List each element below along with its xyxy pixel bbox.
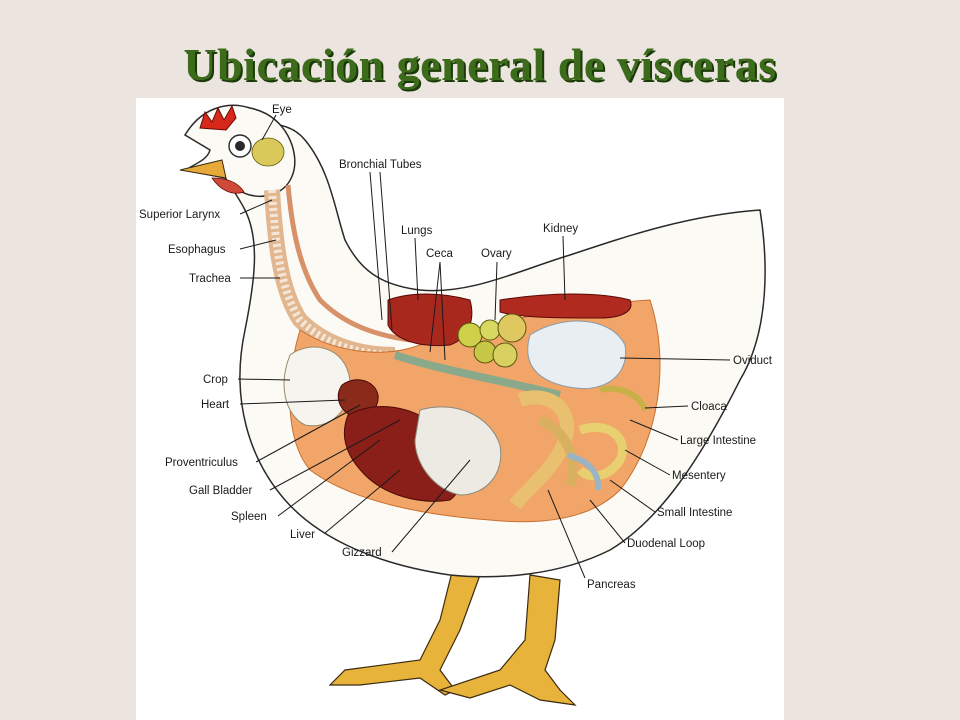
label-duodenal-loop: Duodenal Loop bbox=[627, 538, 705, 550]
label-gall-bladder: Gall Bladder bbox=[189, 485, 252, 497]
label-small-intestine: Small Intestine bbox=[657, 507, 732, 519]
label-trachea: Trachea bbox=[189, 273, 231, 285]
ceca bbox=[393, 351, 561, 399]
label-gizzard: Gizzard bbox=[342, 547, 382, 559]
label-kidney: Kidney bbox=[543, 223, 578, 235]
label-spleen: Spleen bbox=[231, 511, 267, 523]
label-bronchial-tubes: Bronchial Tubes bbox=[339, 159, 422, 171]
label-heart: Heart bbox=[201, 399, 230, 411]
gizzard bbox=[414, 406, 502, 496]
labels: Eye Bronchial Tubes Superior Larynx Esop… bbox=[139, 104, 773, 591]
label-ceca: Ceca bbox=[426, 248, 453, 260]
label-eye: Eye bbox=[272, 104, 292, 116]
chicken-head bbox=[179, 104, 296, 197]
label-proventriculus: Proventriculus bbox=[165, 457, 238, 469]
kidney bbox=[499, 293, 632, 319]
label-lungs: Lungs bbox=[401, 225, 433, 237]
label-oviduct: Oviduct bbox=[733, 355, 773, 367]
ovary bbox=[457, 313, 527, 368]
label-mesentery: Mesentery bbox=[672, 470, 726, 482]
label-ovary: Ovary bbox=[481, 248, 512, 260]
page-title: Ubicación general de vísceras bbox=[183, 39, 777, 90]
oviduct bbox=[527, 320, 627, 390]
label-superior-larynx: Superior Larynx bbox=[139, 209, 220, 221]
label-liver: Liver bbox=[290, 529, 315, 541]
intestines bbox=[509, 385, 648, 510]
label-large-intestine: Large Intestine bbox=[680, 435, 756, 447]
label-cloaca: Cloaca bbox=[691, 401, 727, 413]
label-esophagus: Esophagus bbox=[168, 244, 226, 256]
label-pancreas: Pancreas bbox=[587, 579, 636, 591]
legs bbox=[328, 559, 577, 706]
crop bbox=[283, 346, 351, 427]
leader-lines bbox=[237, 114, 731, 579]
label-crop: Crop bbox=[203, 374, 228, 386]
